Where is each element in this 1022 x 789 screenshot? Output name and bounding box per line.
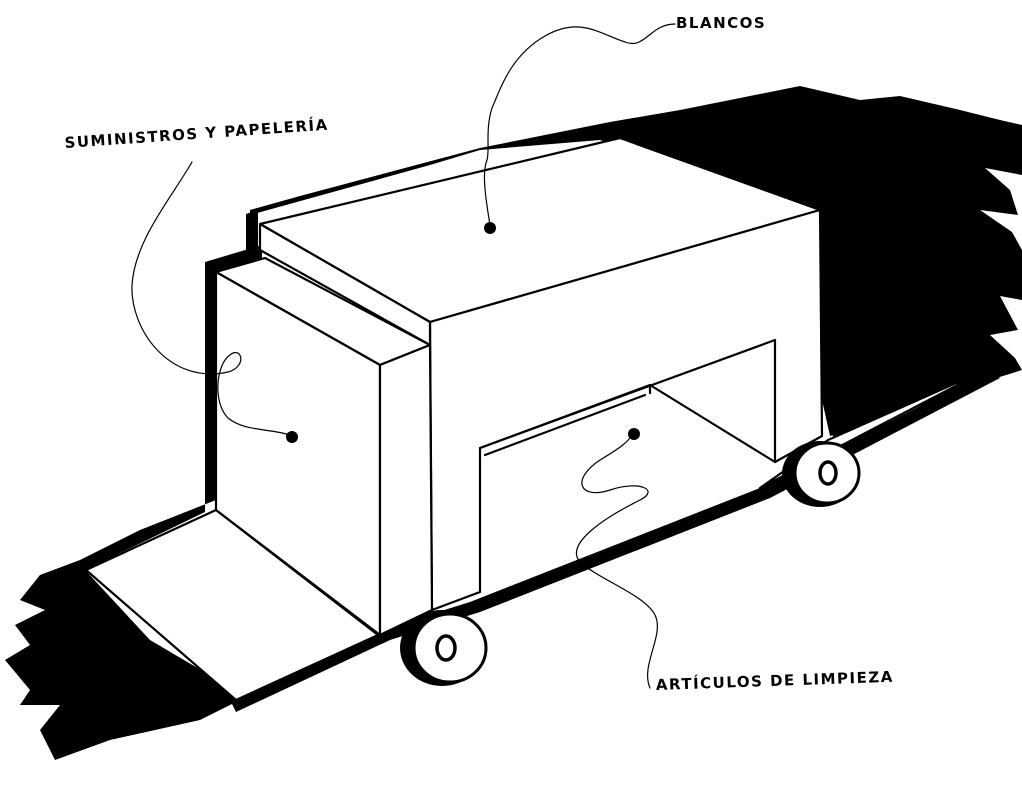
marker-dot-limpieza bbox=[628, 428, 640, 440]
wheel-front bbox=[400, 610, 486, 686]
label-blancos: BLANCOS bbox=[676, 14, 766, 32]
wheel-back bbox=[782, 441, 859, 507]
marker-dot-suministros bbox=[286, 431, 298, 443]
marker-dot-blancos bbox=[484, 222, 496, 234]
label-limpieza: ARTÍCULOS DE LIMPIEZA bbox=[655, 667, 894, 694]
label-suministros: SUMINISTROS Y PAPELERÍA bbox=[64, 115, 329, 152]
